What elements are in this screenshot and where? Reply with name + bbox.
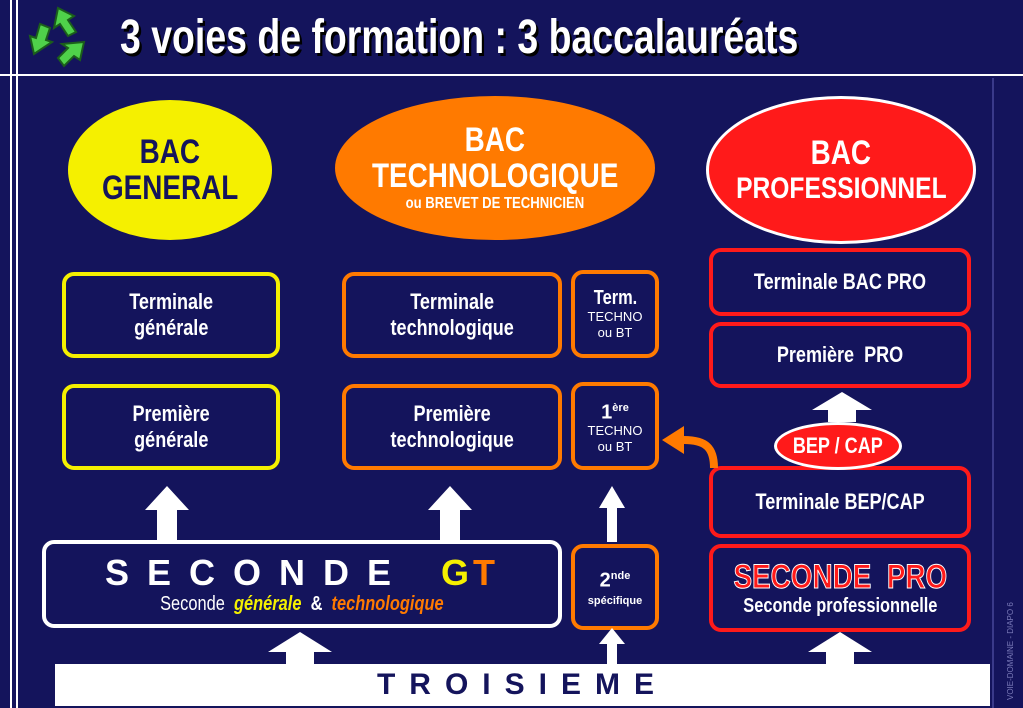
terminale-techno-line2: technologique (390, 315, 514, 340)
premiere-generale-line1: Première (132, 401, 210, 426)
premiere-techno-bt-line2: TECHNO (587, 423, 643, 439)
bac-general-oval: BAC GENERAL (68, 100, 272, 240)
seconde-specifique-number: 2 (599, 569, 611, 592)
seconde-pro-subtitle: Seconde professionnelle (742, 595, 938, 617)
premiere-techno-box: Première technologique (342, 384, 562, 470)
seconde-gt-word: S E C O N D E (104, 552, 395, 593)
term-techno-bt-box: Term. TECHNO ou BT (571, 270, 659, 358)
seconde-gt-subtitle: Seconde générale & technologique (129, 593, 475, 615)
premiere-techno-bt-line1: 1ère (601, 397, 629, 424)
bac-pro-line1: BAC (810, 134, 872, 172)
premiere-pro-box: Première PRO (709, 322, 971, 388)
bac-techno-oval: BAC TECHNOLOGIQUE ou BREVET DE TECHNICIE… (335, 96, 655, 240)
bep-cap-oval: BEP / CAP (774, 422, 902, 470)
premiere-techno-bt-sup: ère (612, 401, 629, 414)
side-note: VOIE-DOMAINE - DIAPO 6 (1006, 602, 1015, 700)
frame-line-right (992, 78, 994, 708)
seconde-gt-sub-generale: générale (234, 593, 302, 615)
seconde-gt-box: S E C O N D E GT Seconde générale & tech… (42, 540, 562, 628)
term-techno-bt-line1: Term. (593, 287, 637, 309)
bac-techno-line2: TECHNOLOGIQUE (371, 157, 619, 195)
recycle-arrows-icon (28, 6, 86, 68)
premiere-techno-bt-line3: ou BT (597, 439, 633, 455)
bep-cap-label: BEP / CAP (793, 433, 883, 458)
terminale-generale-line1: Terminale (129, 289, 213, 314)
bac-techno-line1: BAC (464, 121, 526, 159)
seconde-gt-sub-prefix: Seconde (160, 593, 225, 615)
arrow-up-troisieme-gt-icon (268, 632, 332, 666)
premiere-generale-box: Première générale (62, 384, 280, 470)
arrow-up-general-icon (145, 486, 189, 542)
terminale-bac-pro-label: Terminale BAC PRO (753, 269, 927, 294)
seconde-gt-letter-t: T (473, 552, 500, 593)
premiere-techno-line1: Première (413, 401, 491, 426)
terminale-techno-line1: Terminale (410, 289, 494, 314)
terminale-bep-cap-box: Terminale BEP/CAP (709, 466, 971, 538)
seconde-pro-box: SECONDE PRO Seconde professionnelle (709, 544, 971, 632)
arrow-up-specifique-icon (599, 486, 625, 542)
terminale-generale-line2: générale (133, 315, 209, 340)
seconde-specifique-sup: nde (610, 569, 631, 582)
header-divider (0, 74, 1023, 76)
bac-general-line1: BAC (139, 133, 201, 171)
troisieme-bar: TROISIEME (55, 664, 990, 706)
seconde-specifique-box: 2nde spécifique (571, 544, 659, 630)
premiere-pro-label: Première PRO (776, 342, 904, 367)
seconde-gt-sub-amp: & (310, 593, 323, 615)
terminale-bac-pro-box: Terminale BAC PRO (709, 248, 971, 316)
arrow-up-pro-icon (812, 392, 872, 422)
term-techno-bt-line3: ou BT (597, 325, 633, 340)
terminale-generale-box: Terminale générale (62, 272, 280, 358)
page-title: 3 voies de formation : 3 baccalauréats (120, 11, 799, 64)
premiere-techno-line2: technologique (390, 427, 514, 452)
seconde-gt-title: S E C O N D E GT (105, 553, 499, 593)
frame-line-left-1 (10, 0, 12, 708)
bac-pro-line2: PROFESSIONNEL (735, 172, 947, 205)
term-techno-bt-line2: TECHNO (587, 309, 643, 324)
arrow-up-techno-icon (428, 486, 472, 542)
terminale-techno-box: Terminale technologique (342, 272, 562, 358)
premiere-generale-line2: générale (133, 427, 209, 452)
bac-techno-line3: ou BREVET DE TECHNICIEN (405, 195, 585, 212)
premiere-techno-bt-number: 1 (601, 401, 613, 424)
seconde-specifique-line2: spécifique (587, 595, 643, 608)
seconde-gt-letter-g: G (441, 552, 474, 593)
seconde-pro-title: SECONDE PRO (733, 558, 948, 596)
terminale-bep-cap-label: Terminale BEP/CAP (755, 489, 925, 514)
curved-arrow-left-icon (662, 426, 718, 469)
seconde-specifique-line1: 2nde (600, 564, 631, 593)
troisieme-label: TROISIEME (376, 668, 668, 701)
premiere-techno-bt-box: 1ère TECHNO ou BT (571, 382, 659, 470)
seconde-gt-sub-techno: technologique (331, 593, 444, 615)
bac-general-line2: GENERAL (101, 169, 239, 207)
arrow-up-troisieme-pro-icon (808, 632, 872, 666)
frame-line-left-2 (16, 0, 18, 708)
bac-pro-oval: BAC PROFESSIONNEL (706, 96, 976, 244)
arrow-up-troisieme-specifique-icon (599, 628, 625, 666)
